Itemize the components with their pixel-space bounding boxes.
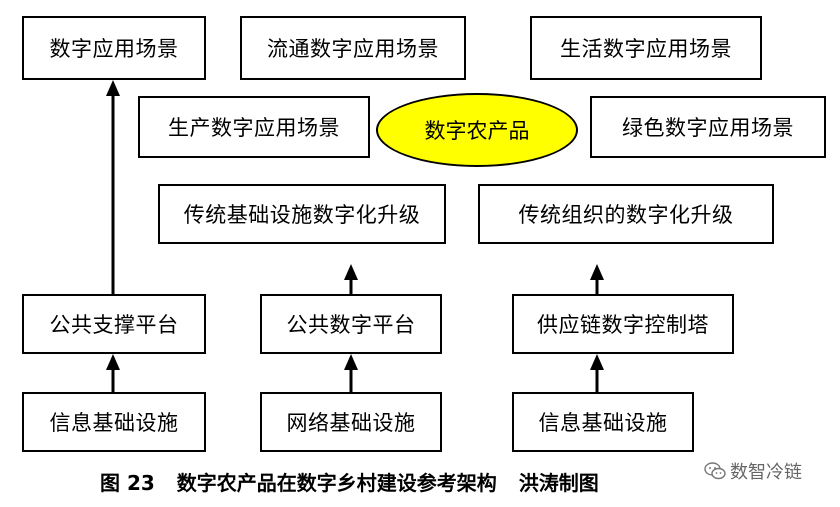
box-digital-app-scene: 数字应用场景 [22,16,206,80]
figure-title: 数字农产品在数字乡村建设参考架构 [176,470,497,495]
watermark: 数智冷链 [704,456,802,486]
figure-number: 图 23 [100,470,155,495]
box-public-support-platform: 公共支撑平台 [22,294,206,354]
arrowhead-infra-to-platform-left [106,354,120,370]
box-network-infra: 网络基础设施 [260,392,442,452]
box-supply-chain-tower: 供应链数字控制塔 [512,294,734,354]
box-org-upgrade: 传统组织的数字化升级 [478,184,774,244]
box-production-scene: 生产数字应用场景 [138,96,370,158]
wechat-icon [704,462,726,480]
box-life-scene: 生活数字应用场景 [530,16,762,80]
box-green-scene: 绿色数字应用场景 [590,96,826,158]
arrowhead-platform-to-upgrade-right [590,264,604,280]
box-public-digital-platform: 公共数字平台 [260,294,442,354]
arrowhead-platform-to-upgrade-left [344,264,358,280]
arrowhead-platform-to-app [106,80,120,96]
figure-author: 洪涛制图 [518,470,599,495]
watermark-text: 数智冷链 [730,462,802,483]
ellipse-digital-agri-products: 数字农产品 [376,93,578,167]
arrowhead-infra-to-platform-middle [344,354,358,370]
box-circulation-scene: 流通数字应用场景 [240,16,466,80]
arrowhead-infra-to-platform-right [590,354,604,370]
box-info-infra-left: 信息基础设施 [22,392,206,452]
box-info-infra-right: 信息基础设施 [512,392,694,452]
box-infra-upgrade: 传统基础设施数字化升级 [158,184,446,244]
figure-caption: 图 23 数字农产品在数字乡村建设参考架构 洪涛制图 [100,466,720,496]
